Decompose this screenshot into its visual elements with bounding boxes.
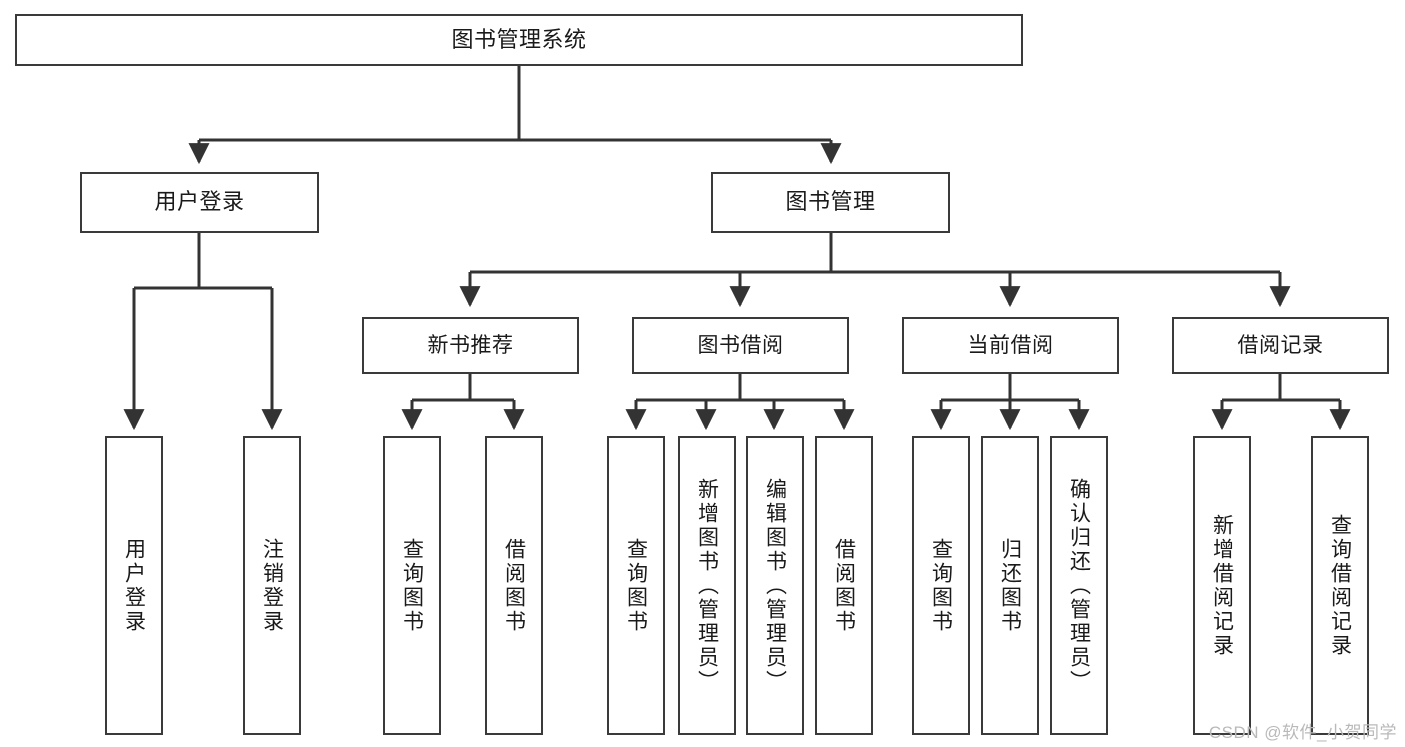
node-leaf-borrow-book-1[interactable]: 借阅图书 bbox=[485, 436, 543, 735]
node-book-management[interactable]: 图书管理 bbox=[711, 172, 950, 233]
node-leaf-add-borrow-record[interactable]: 新增借阅记录 bbox=[1193, 436, 1251, 735]
node-book-borrow[interactable]: 图书借阅 bbox=[632, 317, 849, 374]
node-leaf-logout-login[interactable]: 注销登录 bbox=[243, 436, 301, 735]
node-leaf-edit-book-label: 编辑图书（管理员） bbox=[763, 477, 787, 694]
node-leaf-query-book-2[interactable]: 查询图书 bbox=[607, 436, 665, 735]
node-leaf-query-borrow-record-label: 查询借阅记录 bbox=[1328, 513, 1352, 658]
node-new-book-recommend[interactable]: 新书推荐 bbox=[362, 317, 579, 374]
node-leaf-confirm-return-label: 确认归还（管理员） bbox=[1067, 477, 1091, 694]
node-user-login[interactable]: 用户登录 bbox=[80, 172, 319, 233]
node-leaf-query-borrow-record[interactable]: 查询借阅记录 bbox=[1311, 436, 1369, 735]
node-current-borrow[interactable]: 当前借阅 bbox=[902, 317, 1119, 374]
node-root-label: 图书管理系统 bbox=[451, 26, 587, 52]
node-leaf-return-book[interactable]: 归还图书 bbox=[981, 436, 1039, 735]
node-leaf-query-book-1-label: 查询图书 bbox=[400, 537, 424, 634]
node-leaf-query-book-2-label: 查询图书 bbox=[624, 537, 648, 634]
node-borrow-record[interactable]: 借阅记录 bbox=[1172, 317, 1389, 374]
node-leaf-borrow-book-2-label: 借阅图书 bbox=[832, 537, 856, 634]
node-book-borrow-label: 图书借阅 bbox=[697, 333, 784, 357]
node-current-borrow-label: 当前借阅 bbox=[967, 333, 1054, 357]
node-leaf-add-borrow-record-label: 新增借阅记录 bbox=[1210, 513, 1234, 658]
node-leaf-add-book[interactable]: 新增图书（管理员） bbox=[678, 436, 736, 735]
watermark-text: CSDN @软件_小贺同学 bbox=[1208, 723, 1397, 742]
node-leaf-query-book-3[interactable]: 查询图书 bbox=[912, 436, 970, 735]
node-leaf-edit-book[interactable]: 编辑图书（管理员） bbox=[746, 436, 804, 735]
node-leaf-add-book-label: 新增图书（管理员） bbox=[695, 477, 719, 694]
node-leaf-user-login-label: 用户登录 bbox=[122, 537, 146, 634]
node-leaf-logout-login-label: 注销登录 bbox=[260, 537, 284, 634]
node-leaf-borrow-book-2[interactable]: 借阅图书 bbox=[815, 436, 873, 735]
node-leaf-user-login[interactable]: 用户登录 bbox=[105, 436, 163, 735]
node-leaf-query-book-3-label: 查询图书 bbox=[929, 537, 953, 634]
node-root[interactable]: 图书管理系统 bbox=[15, 14, 1023, 66]
node-leaf-query-book-1[interactable]: 查询图书 bbox=[383, 436, 441, 735]
node-leaf-confirm-return[interactable]: 确认归还（管理员） bbox=[1050, 436, 1108, 735]
node-borrow-record-label: 借阅记录 bbox=[1237, 333, 1324, 357]
node-book-management-label: 图书管理 bbox=[785, 189, 876, 215]
node-new-book-recommend-label: 新书推荐 bbox=[427, 333, 514, 357]
node-leaf-return-book-label: 归还图书 bbox=[998, 537, 1022, 634]
node-leaf-borrow-book-1-label: 借阅图书 bbox=[502, 537, 526, 634]
node-user-login-label: 用户登录 bbox=[154, 189, 245, 215]
